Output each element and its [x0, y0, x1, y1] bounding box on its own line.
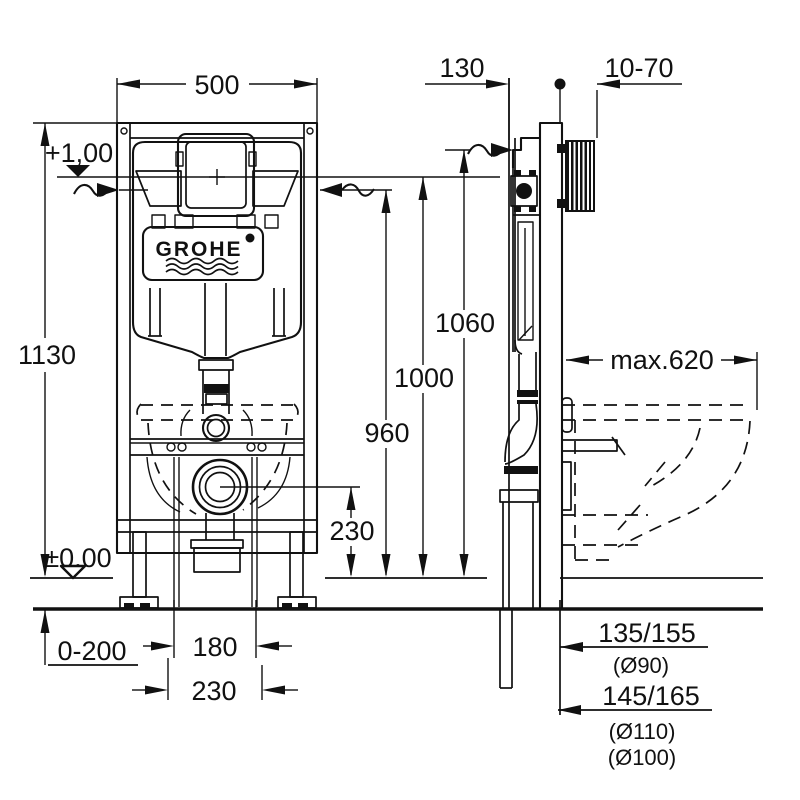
level-marker-top: +1,00	[45, 138, 113, 177]
svg-text:10-70: 10-70	[604, 53, 673, 83]
side-inlet	[511, 136, 540, 168]
svg-text:145/165: 145/165	[602, 681, 700, 711]
svg-text:135/155: 135/155	[598, 618, 696, 648]
svg-text:1130: 1130	[18, 340, 76, 370]
dim-height-1000: 1000	[394, 177, 454, 577]
svg-text:(Ø90): (Ø90)	[613, 653, 669, 678]
side-view	[499, 78, 751, 715]
svg-text:1060: 1060	[435, 308, 495, 338]
svg-text:500: 500	[194, 70, 239, 100]
flush-plate-window	[176, 132, 256, 218]
dim-frame-depth: 130	[425, 53, 510, 140]
svg-text:(Ø100): (Ø100)	[608, 745, 676, 770]
grohe-logo-text: GROHE	[155, 238, 242, 261]
grohe-logo: GROHE	[141, 225, 265, 282]
dim-drain-height: 230	[329, 487, 375, 577]
svg-text:960: 960	[364, 418, 409, 448]
floor-lines	[30, 577, 763, 611]
right-trough	[252, 170, 299, 207]
right-leg	[289, 531, 304, 598]
side-flush-bend	[499, 339, 539, 689]
svg-text:1000: 1000	[394, 363, 454, 393]
water-inlet-arrow-left	[73, 183, 148, 197]
level-triangle-icon	[59, 564, 87, 580]
flush-pipe	[180, 359, 253, 443]
svg-text:0-200: 0-200	[57, 636, 126, 666]
flush-plate-side	[557, 140, 595, 212]
left-trough	[135, 170, 182, 207]
dim-total-height: 1130	[18, 122, 117, 577]
water-supply-arrows	[73, 143, 513, 197]
water-inlet-arrow-side	[467, 143, 513, 157]
side-rail	[538, 121, 564, 611]
svg-text:+1,00: +1,00	[45, 138, 113, 168]
dim-bolt-spacing: 230	[132, 658, 298, 706]
svg-text:180: 180	[192, 632, 237, 662]
water-inlet-arrow-right	[320, 183, 375, 197]
registered-mark-icon	[245, 233, 255, 243]
dim-height-960: 960	[320, 189, 410, 577]
bowl-outline-side	[562, 404, 751, 561]
bowl-outline-front	[136, 403, 299, 515]
dim-outlet-a: 135/155 (Ø90)	[560, 618, 708, 678]
svg-text:230: 230	[191, 676, 236, 706]
level-marker-floor: ±0,00	[44, 543, 112, 580]
dim-bowl-depth: max.620	[566, 345, 758, 410]
frame-outline	[115, 121, 319, 555]
dim-height-1060: 1060	[435, 149, 495, 577]
dim-foot-adjust: 0-200	[40, 610, 152, 666]
svg-text:max.620: max.620	[610, 345, 714, 375]
logo-wave	[165, 257, 239, 265]
cistern-tank	[131, 140, 303, 360]
svg-text:130: 130	[439, 53, 484, 83]
tank-ribs	[148, 283, 286, 356]
svg-text:230: 230	[329, 516, 374, 546]
dim-stud-spacing: 180	[151, 600, 292, 662]
dimensions: 500 130 10-70 1130 +1,00	[18, 53, 758, 770]
svg-text:(Ø110): (Ø110)	[609, 719, 676, 744]
waste-drain	[190, 458, 360, 573]
dim-plate-range: 10-70	[596, 53, 682, 138]
front-view: GROHE	[57, 121, 500, 609]
mounting-rail	[130, 438, 304, 607]
angle-valve	[510, 175, 538, 207]
dim-frame-width: 500	[116, 70, 318, 123]
level-triangle-icon	[66, 165, 90, 177]
left-leg	[132, 531, 147, 598]
flush-stub	[561, 439, 618, 452]
dim-outlet-b: 145/165 (Ø110) (Ø100)	[558, 681, 712, 770]
stud-plate	[561, 461, 572, 511]
